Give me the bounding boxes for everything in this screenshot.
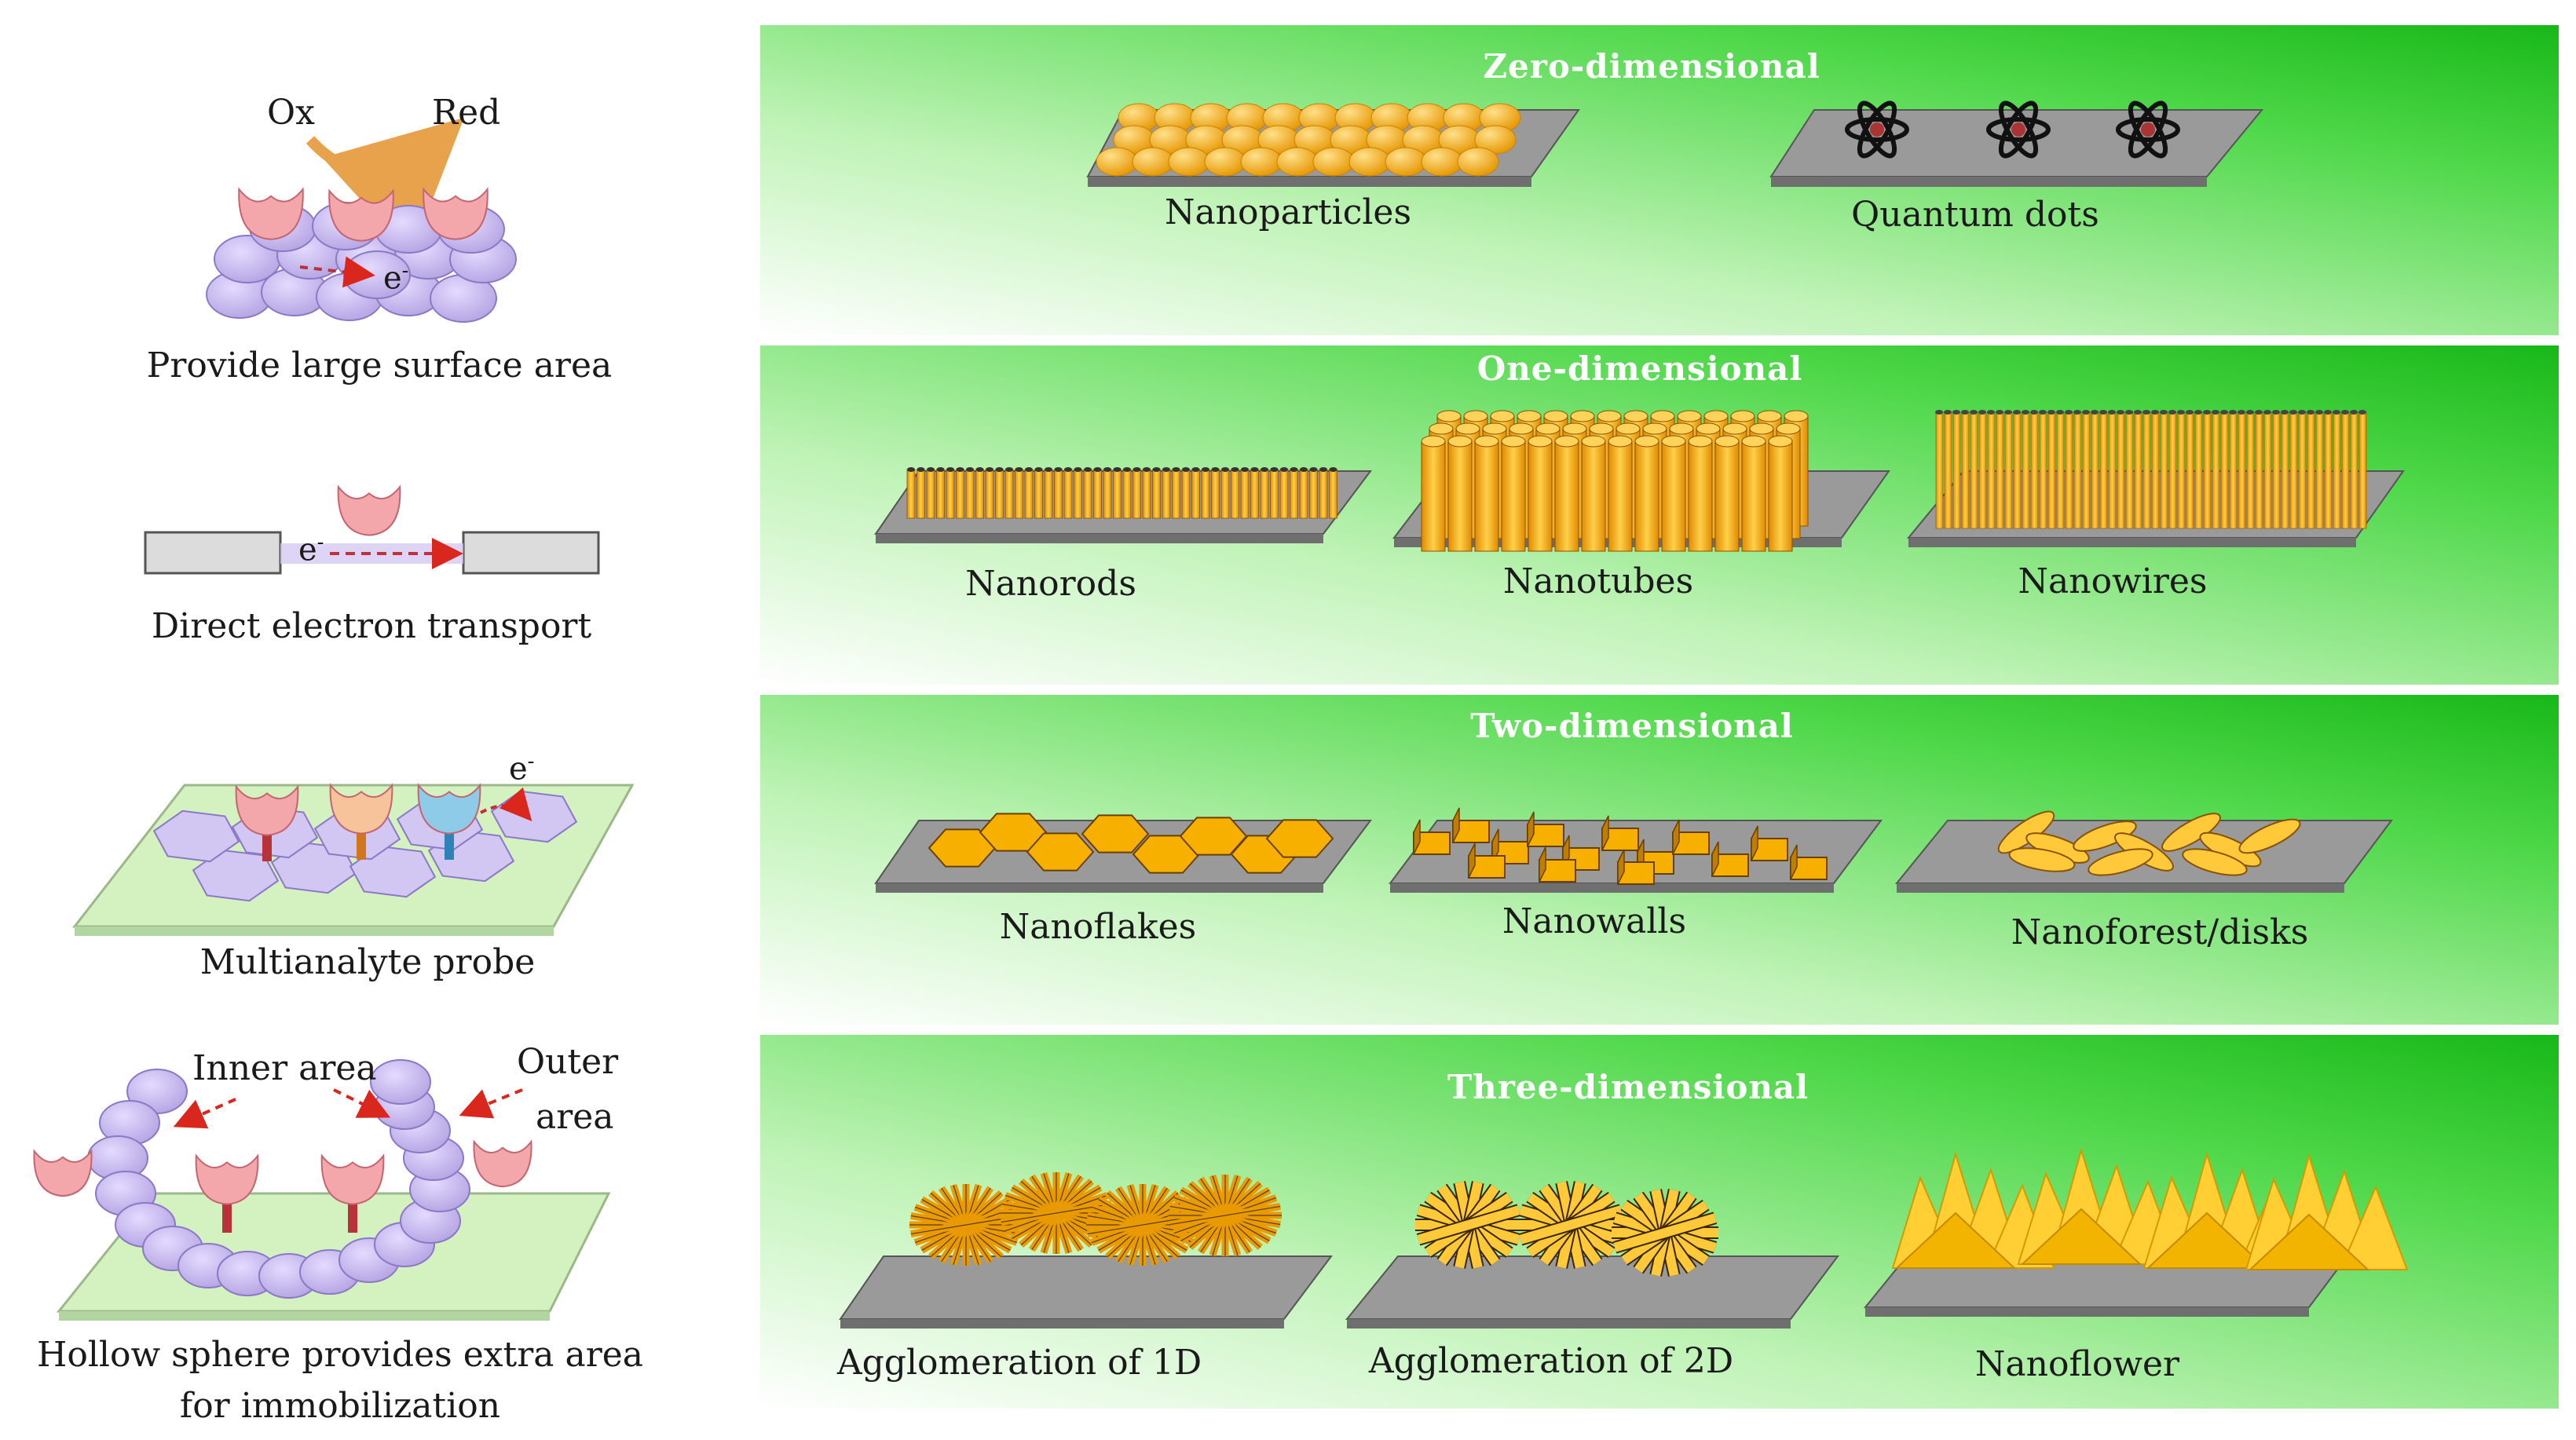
caption-hollow-sphere-2: for immobilization [179, 1386, 501, 1426]
label-nanoflakes: Nanoflakes [999, 907, 1197, 947]
nanodisks-illustration [1894, 810, 2393, 893]
caption-multianalyte: Multianalyte probe [199, 942, 536, 982]
panel-title-three-dim: Three-dimensional [1447, 1068, 1809, 1106]
nanorods-illustration [874, 467, 1372, 543]
panel-title-zero-dim: Zero-dimensional [1483, 47, 1820, 86]
label-nanoparticles: Nanoparticles [1164, 192, 1412, 232]
electron-label-2: e- [298, 531, 324, 568]
panel-title-two-dim: Two-dimensional [1470, 707, 1794, 745]
nanoflakes-illustration [874, 813, 1372, 893]
label-nanorods: Nanorods [965, 564, 1136, 604]
caption-hollow-sphere-1: Hollow sphere provides extra area [36, 1335, 644, 1375]
nanoparticles-illustration [1086, 103, 1580, 187]
nanoflower-illustration [1863, 1147, 2409, 1317]
quantum-dots-illustration [1769, 101, 2264, 187]
nanowires-illustration [1906, 410, 2405, 547]
agglomeration-2d-illustration [1345, 1181, 1839, 1329]
electron-label-1: e- [383, 259, 409, 297]
multianalyte-illustration [71, 783, 635, 936]
label-quantum-dots: Quantum dots [1851, 195, 2099, 235]
outer-area-label-1: Outer [517, 1042, 619, 1082]
label-nanoflower: Nanoflower [1974, 1344, 2180, 1384]
hollow-sphere-illustration [33, 1059, 611, 1321]
label-agglomeration-1d: Agglomeration of 1D [836, 1343, 1202, 1383]
nanowalls-illustration [1389, 807, 1883, 893]
label-agglomeration-2d: Agglomeration of 2D [1368, 1341, 1734, 1381]
nanotubes-illustration [1392, 410, 1890, 552]
electron-transport-illustration [144, 484, 600, 575]
surface-area-illustration [206, 117, 517, 323]
caption-electron-transport: Direct electron transport [151, 606, 592, 646]
agglomeration-1d-illustration [839, 1171, 1333, 1329]
inner-area-label: Inner area [192, 1048, 377, 1088]
red-label: Red [432, 93, 501, 133]
outer-area-label-2: area [536, 1097, 614, 1137]
electron-label-3: e- [509, 750, 535, 788]
panel-title-one-dim: One-dimensional [1476, 349, 1803, 388]
label-nanotubes: Nanotubes [1502, 561, 1694, 601]
label-nanoforest-disks: Nanoforest/disks [2011, 912, 2309, 952]
label-nanowalls: Nanowalls [1502, 901, 1687, 941]
label-nanowires: Nanowires [2018, 561, 2208, 601]
panel-zero-dim-bg [760, 25, 2559, 335]
ox-label: Ox [267, 93, 315, 133]
caption-surface-area: Provide large surface area [146, 345, 613, 386]
